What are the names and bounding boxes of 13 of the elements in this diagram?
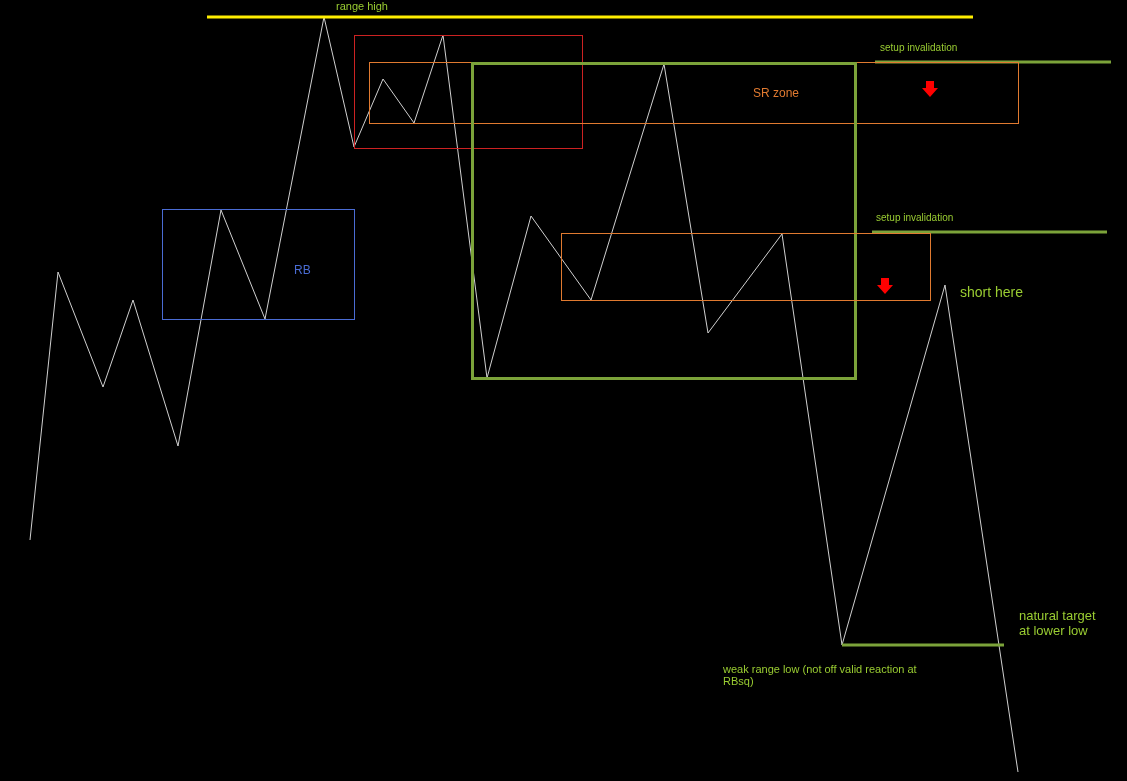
zone-label: RB bbox=[294, 263, 311, 277]
level-label: setup invalidation bbox=[876, 212, 954, 223]
note: short here bbox=[960, 284, 1024, 300]
range-box bbox=[162, 209, 355, 320]
zone-box bbox=[354, 35, 583, 149]
zone-box bbox=[471, 62, 857, 380]
zone-box bbox=[369, 62, 1019, 124]
note: natural target at lower low bbox=[1019, 608, 1097, 638]
note: weak range low (not off valid reaction at RBsq) bbox=[723, 663, 918, 687]
zone-label: SR zone bbox=[753, 86, 800, 100]
level-label: setup invalidation bbox=[880, 42, 958, 53]
zone-box bbox=[561, 233, 931, 301]
level-label: range high bbox=[336, 0, 388, 12]
